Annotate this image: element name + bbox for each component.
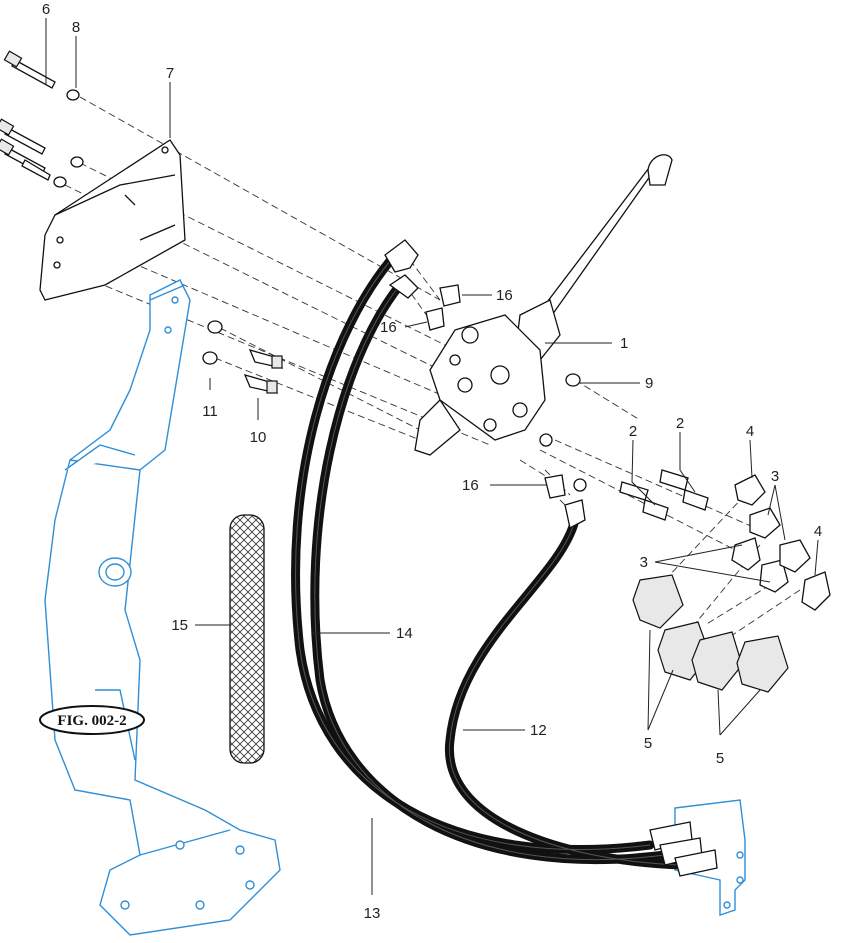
- callout-9: 9: [645, 375, 653, 392]
- callout-6: 6: [42, 1, 50, 18]
- callout-4b: 4: [814, 523, 822, 540]
- callout-16-top: 16: [496, 287, 513, 304]
- part-2-adapters: [619, 469, 709, 521]
- callout-5b: 5: [716, 750, 724, 767]
- part-15-hose-sleeve: [229, 514, 265, 764]
- bolts-upper: [0, 118, 51, 181]
- part-3-elbows: [731, 507, 811, 593]
- callout-10: 10: [250, 429, 267, 446]
- callout-16-low: 16: [462, 477, 479, 494]
- figure-reference-tag[interactable]: FIG. 002-2: [39, 705, 145, 735]
- callout-8: 8: [72, 19, 80, 36]
- callout-15: 15: [171, 617, 188, 634]
- callout-labels: 6 8 7 1 9 16 16 16 2 2 4 3 4 3 5 5 11 10…: [42, 1, 822, 922]
- part-16-fittings: [425, 284, 566, 499]
- callout-5a: 5: [644, 735, 652, 752]
- callout-2a: 2: [629, 423, 637, 440]
- callout-13: 13: [364, 905, 381, 922]
- part-11-washer: [202, 320, 223, 365]
- hoses: [291, 239, 718, 877]
- callout-2b: 2: [676, 415, 684, 432]
- part-5-couplers: [632, 574, 789, 693]
- part-6-bolt: [3, 50, 56, 89]
- callout-16-mid: 16: [380, 319, 397, 336]
- part-1-control-valve: [414, 154, 673, 456]
- part-8-washer: [53, 89, 84, 188]
- part-4-elbows: [734, 474, 831, 611]
- part-7-mounting-plate: [39, 139, 186, 301]
- part-10-bolt: [243, 349, 284, 394]
- part-9-plug: [539, 373, 587, 492]
- callout-1: 1: [620, 335, 628, 352]
- callout-7: 7: [166, 65, 174, 82]
- leader-lines: [45, 18, 819, 895]
- figure-reference-label: FIG. 002-2: [57, 713, 126, 729]
- callout-3a: 3: [771, 468, 779, 485]
- callout-3b: 3: [640, 554, 648, 571]
- callout-12: 12: [530, 722, 547, 739]
- callout-11: 11: [202, 403, 218, 420]
- callout-14: 14: [396, 625, 413, 642]
- callout-4a: 4: [746, 423, 754, 440]
